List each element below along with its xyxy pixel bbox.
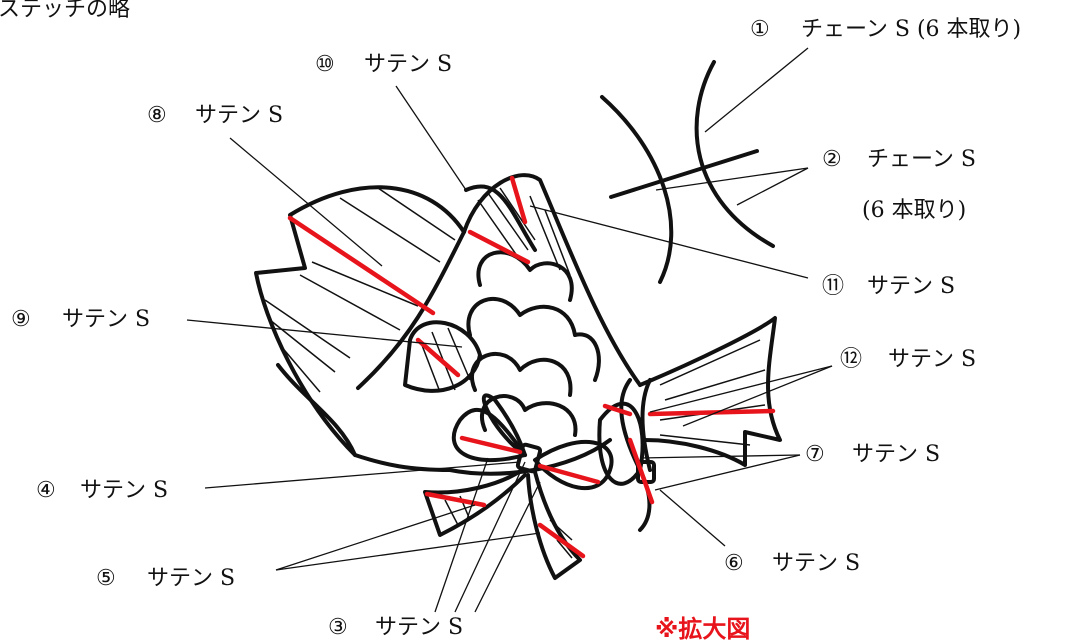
tail-lower-curve — [276, 363, 357, 457]
tail-bow — [619, 316, 782, 532]
bow-loop-right — [533, 439, 614, 490]
leader-lines — [186, 47, 833, 613]
callout-4: ④ サテン S — [36, 478, 168, 503]
callout-6: ⑥ サテン S — [724, 551, 860, 576]
head-fin-curve — [464, 184, 537, 252]
callout-number: ⑨ — [11, 307, 31, 332]
callout-5: ⑤ サテン S — [96, 566, 235, 591]
scale-row-2 — [466, 296, 601, 382]
tail-inner-curve — [356, 230, 466, 390]
callout-8: ⑧ サテン S — [147, 103, 283, 128]
callout-3: ③ サテン S — [328, 615, 463, 640]
bow-loop-left — [451, 407, 527, 463]
tail-fin-right — [638, 316, 782, 467]
fish-tail — [254, 185, 466, 472]
red-line-5b — [537, 522, 586, 559]
red-line-6b — [627, 437, 655, 505]
callout-1: ① チェーン S (6 本取り) — [750, 17, 1021, 42]
red-line-12 — [647, 408, 776, 417]
scale-row-3 — [470, 351, 573, 397]
callout-2: ② チェーン S (6 本取り) — [822, 147, 976, 223]
callout-number: ⑧ — [147, 103, 167, 128]
callout-name: サテン S — [867, 274, 955, 299]
fin-9 — [403, 320, 482, 393]
bow-tail-left — [423, 468, 527, 537]
ribbon-bow — [423, 393, 614, 580]
callout-12: ⑫ サテン S — [840, 347, 976, 372]
red-line-10 — [467, 229, 531, 265]
red-line-9 — [415, 337, 461, 378]
red-line-11 — [509, 175, 528, 225]
callout-name: チェーン S — [867, 147, 976, 172]
callout-number: ⑦ — [805, 442, 825, 467]
red-line-8 — [287, 215, 436, 316]
callout-number: ③ — [328, 615, 348, 640]
tail-outline — [254, 185, 466, 472]
callout-name: サテン S — [852, 442, 940, 467]
bow-tail-right — [526, 470, 582, 580]
fish-body — [403, 173, 645, 486]
body-top-outline — [462, 173, 642, 387]
callout-name: チェーン S (6 本取り) — [801, 17, 1021, 42]
callout-number: ⑫ — [840, 347, 862, 372]
callout-7: ⑦ サテン S — [805, 442, 940, 467]
callout-number: ⑤ — [96, 566, 116, 591]
callout-number: ⑥ — [724, 551, 744, 576]
red-line-5a — [424, 491, 487, 508]
callout-name: サテン S — [364, 52, 452, 77]
bow-loop-upper — [481, 393, 527, 457]
callout-number: ⑩ — [315, 52, 335, 77]
callout-number: ① — [750, 17, 770, 42]
callout-number: ④ — [36, 478, 56, 503]
motion-lines — [600, 60, 775, 284]
callout-11: ⑪ サテン S — [822, 274, 955, 299]
red-line-3 — [537, 463, 601, 485]
callout-sub: (6 本取り) — [862, 198, 966, 223]
callout-name: サテン S — [147, 566, 235, 591]
bow-knot — [515, 442, 543, 474]
callout-number: ② — [822, 147, 842, 172]
callout-name: サテン S — [772, 551, 860, 576]
enlarged-note: ※拡大図 — [655, 615, 750, 641]
callout-name: サテン S — [888, 347, 976, 372]
arc-inner — [600, 95, 674, 284]
callout-name: サテン S — [375, 615, 463, 640]
satin-stitch-lines — [287, 175, 776, 559]
callout-name: サテン S — [62, 307, 150, 332]
callout-number: ⑪ — [822, 274, 844, 299]
callout-name: サテン S — [80, 478, 168, 503]
arc-outer — [694, 60, 775, 248]
red-line-4 — [459, 435, 523, 455]
header-text: ステッチの略 — [0, 0, 130, 22]
callout-10: ⑩ サテン S — [315, 52, 452, 77]
callout-name: サテン S — [195, 103, 283, 128]
cross-line — [609, 149, 759, 199]
callout-9: ⑨ サテン S — [11, 307, 150, 332]
scale-row-1 — [476, 250, 574, 302]
red-line-6a — [602, 403, 633, 417]
